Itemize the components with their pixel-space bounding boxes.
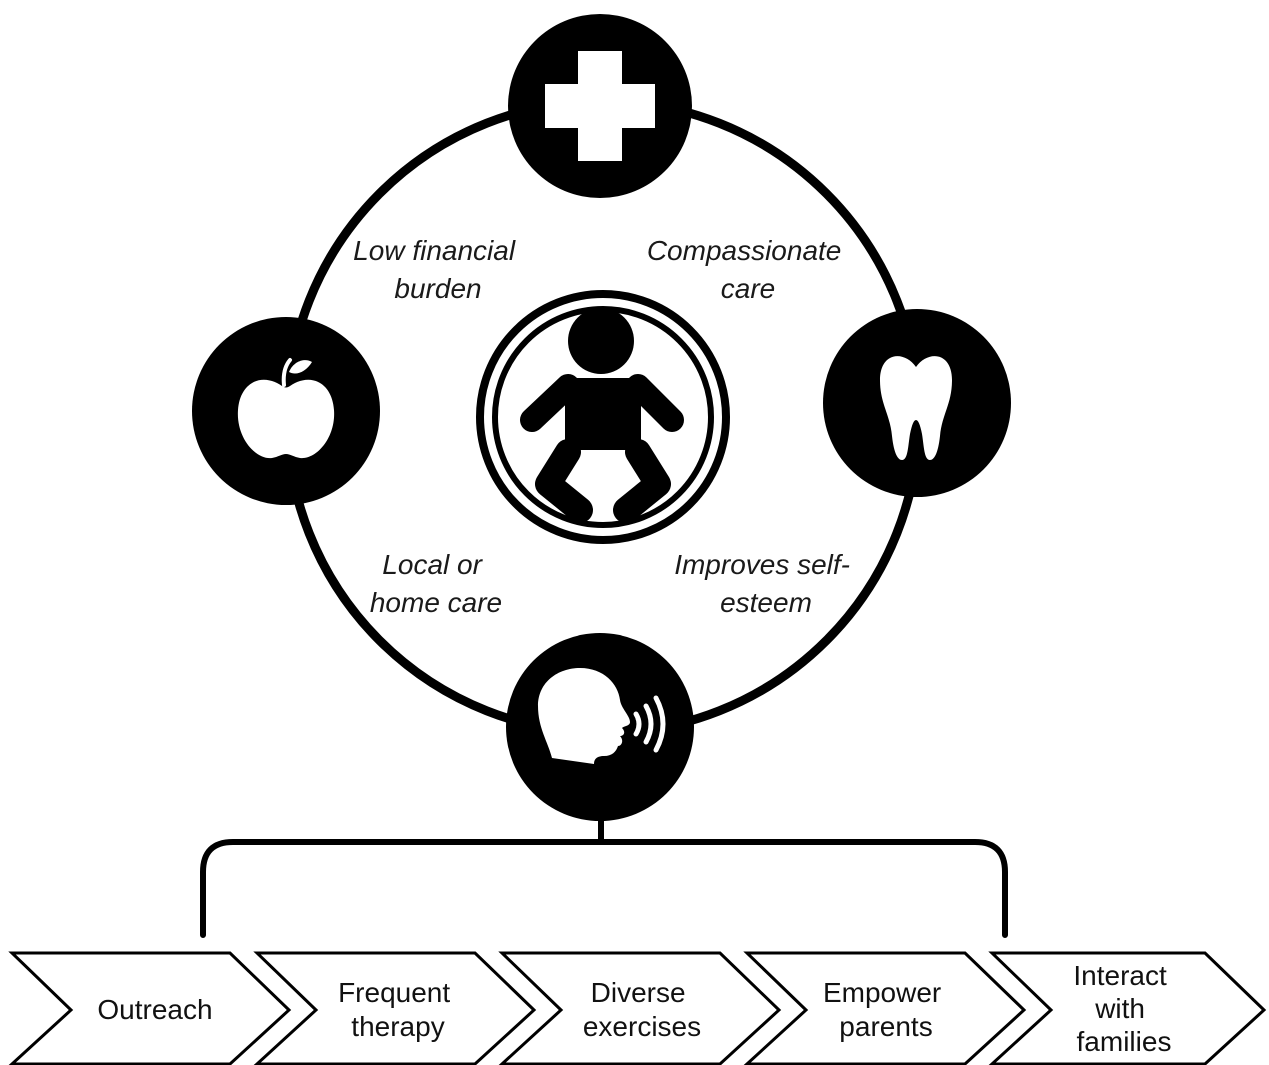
step-frequent-therapy-label: Frequent therapy (338, 977, 458, 1042)
bracket (200, 815, 1008, 938)
label-low-financial-burden: Low financial burden (353, 235, 523, 304)
speaking-head-icon (538, 668, 666, 764)
medical-cross-icon (545, 51, 655, 161)
step-outreach: Outreach (8, 951, 292, 1065)
top-node (508, 14, 692, 198)
step-empower-parents-label: Empower parents (823, 977, 949, 1042)
step-diverse-exercises-label: Diverse exercises (583, 977, 701, 1042)
center-node (476, 290, 730, 544)
baby-icon (520, 308, 684, 523)
step-interact-with-families-label: Interact with families (1073, 960, 1174, 1057)
step-interact-with-families: Interact with families (988, 951, 1267, 1065)
label-compassionate-care: Compassionate care (647, 235, 849, 304)
apple-icon (237, 358, 335, 459)
tooth-icon (880, 356, 952, 460)
step-empower-parents: Empower parents (743, 951, 1027, 1065)
left-node (192, 317, 380, 505)
step-diverse-exercises: Diverse exercises (498, 951, 782, 1065)
bottom-node (506, 633, 694, 821)
label-local-or-home-care: Local or home care (370, 549, 502, 618)
right-node (823, 309, 1011, 497)
step-outreach-label: Outreach (97, 994, 212, 1025)
step-frequent-therapy: Frequent therapy (253, 951, 537, 1065)
label-improves-self-esteem: Improves self- esteem (674, 549, 858, 618)
